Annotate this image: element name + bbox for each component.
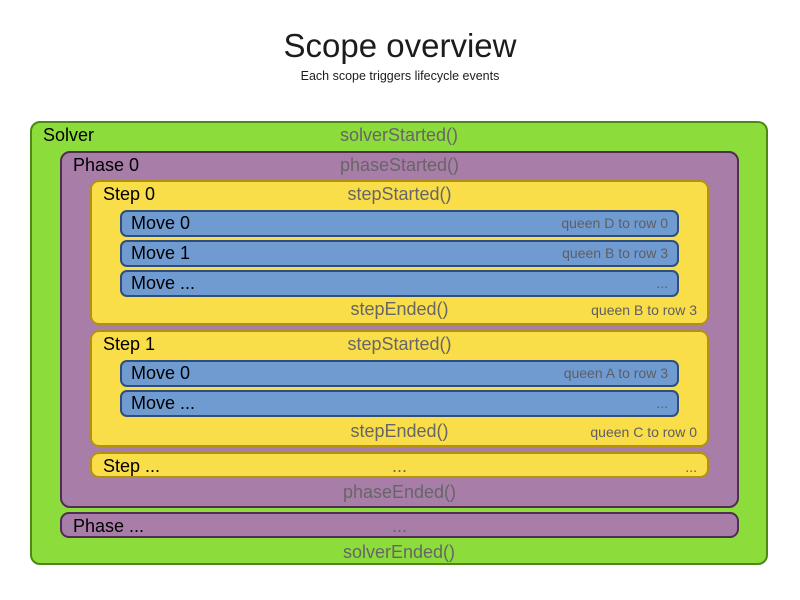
step0-ended-event: stepEnded() <box>350 299 449 319</box>
step0-label: Step 0 <box>103 184 156 204</box>
step1-label: Step 1 <box>103 334 156 354</box>
move-detail: queen D to row 0 <box>561 215 668 231</box>
move-label: Move 0 <box>131 363 191 383</box>
phase0-label: Phase 0 <box>73 155 140 175</box>
step1-scope-box: Step 1 stepStarted() Move 0 queen A to r… <box>90 330 709 447</box>
solver-started-event: solverStarted() <box>339 125 459 145</box>
move-detail: queen A to row 3 <box>563 365 668 381</box>
move-detail: ... <box>656 275 668 291</box>
page-subtitle: Each scope triggers lifecycle events <box>300 69 500 83</box>
step0-footer: stepEnded() queen B to row 3 <box>92 298 707 322</box>
move-detail: ... <box>656 395 668 411</box>
phase-more-label: Phase ... <box>73 516 145 536</box>
phase0-scope-box: Phase 0 phaseStarted() Step 0 stepStarte… <box>60 151 739 508</box>
step1-footer: stepEnded() queen C to row 0 <box>92 420 707 444</box>
move-row: Move ... ... <box>120 390 679 417</box>
move-row: Move 0 queen A to row 3 <box>120 360 679 387</box>
move-row: Move ... ... <box>120 270 679 297</box>
step1-moves: Move 0 queen A to row 3 Move ... ... <box>120 360 679 420</box>
move-row: Move 0 queen D to row 0 <box>120 210 679 237</box>
phase-started-event: phaseStarted() <box>339 155 460 175</box>
step1-started-event: stepStarted() <box>347 334 452 354</box>
step-more-label: Step ... <box>103 456 161 476</box>
step0-header: Step 0 stepStarted() <box>92 182 707 210</box>
move-row: Move 1 queen B to row 3 <box>120 240 679 267</box>
phase0-header: Phase 0 phaseStarted() <box>62 153 737 181</box>
step1-header: Step 1 stepStarted() <box>92 332 707 360</box>
move-label: Move 0 <box>131 213 191 233</box>
step0-moves: Move 0 queen D to row 0 Move 1 queen B t… <box>120 210 679 300</box>
step-more-right-ellipsis: ... <box>685 459 697 475</box>
move-label: Move ... <box>131 393 196 413</box>
step0-started-event: stepStarted() <box>347 184 452 204</box>
move-detail: queen B to row 3 <box>562 245 668 261</box>
phase-more-center-ellipsis: ... <box>391 516 407 536</box>
page-title: Scope overview <box>283 27 517 64</box>
step1-ended-event: stepEnded() <box>350 421 449 441</box>
solver-header: Solver solverStarted() <box>32 123 766 151</box>
move-label: Move ... <box>131 273 196 293</box>
phase-ended-event: phaseEnded() <box>342 482 457 502</box>
step0-ended-detail: queen B to row 3 <box>591 302 697 318</box>
solver-label: Solver <box>43 125 95 145</box>
phase-more-bar: Phase ... ... <box>60 512 739 538</box>
step1-ended-detail: queen C to row 0 <box>590 424 697 440</box>
step0-scope-box: Step 0 stepStarted() Move 0 queen D to r… <box>90 180 709 325</box>
step-more-bar: Step ... ... ... <box>90 452 709 478</box>
move-label: Move 1 <box>131 243 191 263</box>
step-more-center-ellipsis: ... <box>391 456 407 476</box>
solver-ended-event: solverEnded() <box>342 542 456 562</box>
solver-scope-box: Solver solverStarted() Phase 0 phaseStar… <box>30 121 768 565</box>
